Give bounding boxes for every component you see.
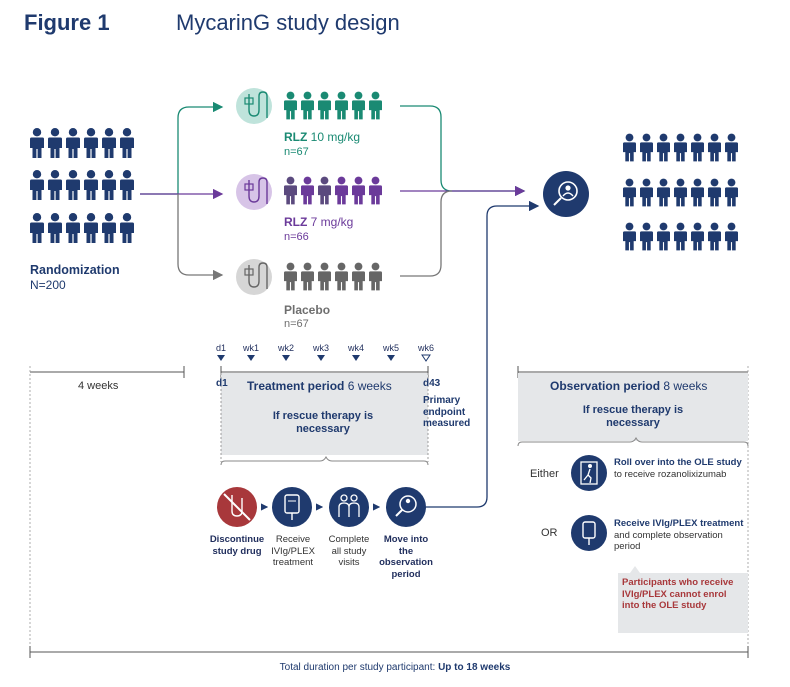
total-duration: Total duration per study participant: Up…: [279, 662, 511, 673]
iv-drip-icon-teal: [236, 88, 272, 124]
treatment-rescue-label: If rescue therapy is necessary: [272, 410, 374, 435]
randomization-label: Randomization: [30, 263, 120, 277]
step-receive-label: Receive IVIg/PLEX treatment: [271, 534, 315, 568]
timeline-markers: [217, 354, 431, 362]
rlz10-people: [284, 91, 382, 120]
arrow-to-observation: [426, 200, 540, 508]
screening-label: 4 weeks: [78, 380, 119, 392]
observation-magnifier-icon: [543, 171, 589, 217]
iv-bag-icon-option: [571, 515, 607, 551]
merge-gray: [400, 190, 453, 277]
iv-drip-icon-gray: [236, 259, 272, 295]
no-drug-icon: [217, 487, 257, 527]
step-move-label: Move into the observation period: [379, 534, 433, 580]
arm-placebo-n: n=67: [284, 318, 309, 330]
arm-placebo-label: Placebo: [284, 303, 331, 317]
tick-label: wk1: [242, 343, 259, 353]
treatment-start: d1: [216, 378, 228, 389]
tick-label: wk3: [312, 343, 329, 353]
observation-period-label: Observation period 8 weeks: [550, 379, 708, 393]
step-complete-label: Complete all study visits: [328, 534, 370, 568]
ole-option-text: Roll over into the OLE study to receive …: [614, 457, 742, 480]
arrow-to-rlz10: [140, 101, 224, 195]
observation-rescue-label: If rescue therapy is necessary: [582, 404, 684, 429]
arm-rlz7-n: n=66: [284, 231, 309, 243]
treatment-end: d43: [423, 378, 441, 389]
tick-label: wk6: [417, 343, 434, 353]
arm-rlz10-n: n=67: [284, 146, 309, 158]
tick-label: wk2: [277, 343, 294, 353]
ole-restriction-note: Participants who receive IVIg/PLEX canno…: [622, 577, 734, 611]
iv-drip-icon-purple: [236, 174, 272, 210]
rlz7-people: [284, 176, 382, 205]
arm-rlz7-label: RLZ 7 mg/kg: [284, 215, 354, 229]
iv-bag-icon: [272, 487, 312, 527]
arm-rlz10-label: RLZ 10 mg/kg: [284, 130, 361, 144]
magnifier-person-icon: [386, 487, 426, 527]
tick-label: d1: [215, 343, 226, 353]
figure-title: MycarinG study design: [176, 10, 400, 35]
either-label: Either: [530, 468, 559, 480]
step-discontinue-label: Discontinue study drug: [209, 534, 265, 557]
figure-label: Figure 1: [24, 10, 110, 35]
or-label: OR: [541, 527, 558, 539]
walking-person-icon: [571, 455, 607, 491]
randomization-n: N=200: [30, 278, 66, 292]
randomization-crowd: [30, 128, 134, 243]
observation-crowd: [623, 133, 738, 251]
arrow-to-placebo: [177, 194, 224, 281]
ivig-option-text: Receive IVIg/PLEX treatment and complete…: [614, 518, 744, 552]
people-icon: [329, 487, 369, 527]
tick-label: wk5: [382, 343, 399, 353]
treatment-period-label: Treatment period 6 weeks: [247, 379, 392, 393]
placebo-people: [284, 262, 382, 291]
note-box: [618, 566, 748, 633]
primary-endpoint-label: Primary endpoint measured: [423, 395, 471, 429]
merge-teal: [400, 105, 526, 197]
observation-band: [518, 373, 748, 441]
treatment-band: [221, 373, 428, 455]
tick-label: wk4: [347, 343, 364, 353]
